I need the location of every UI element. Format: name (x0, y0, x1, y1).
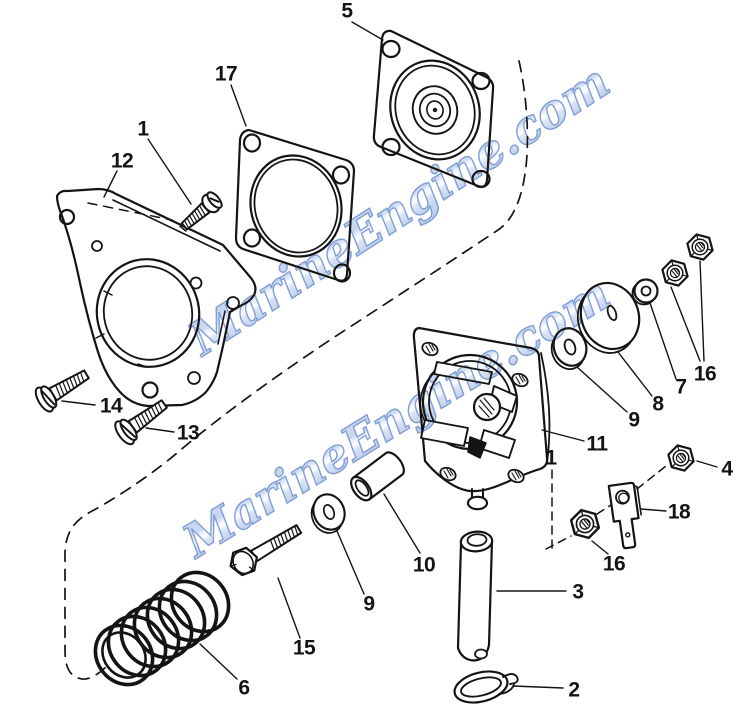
sleeve-part10 (350, 451, 405, 502)
part-label-16-lower: 16 (602, 552, 626, 576)
spring-part6 (93, 570, 231, 687)
part-label-17: 17 (214, 62, 238, 86)
dashed-boundary-outline (64, 60, 529, 680)
part-label-12: 12 (110, 149, 134, 173)
dashed-reference-lines (545, 465, 667, 550)
part-label-6: 6 (238, 676, 250, 700)
part-label-10: 10 (412, 553, 436, 577)
nut-part16-upper-a (661, 259, 689, 287)
screw-part14 (31, 361, 95, 416)
nut-part16-lower (569, 508, 601, 540)
part-label-8: 8 (652, 392, 664, 416)
nut-part4 (667, 444, 695, 472)
terminal-part18 (607, 481, 642, 550)
part-label-16-upper: 16 (693, 362, 717, 386)
part-label-11: 11 (586, 432, 608, 456)
part-label-3: 3 (572, 580, 584, 604)
screw-part1 (180, 191, 223, 231)
part-label-4: 4 (721, 457, 733, 481)
nut-part16-upper-b (686, 233, 714, 261)
part-label-7: 7 (675, 375, 687, 399)
pump-body-part11 (412, 326, 551, 511)
part-label-14: 14 (99, 394, 123, 418)
part-label-9-upper: 9 (628, 408, 640, 432)
part-label-15: 15 (292, 636, 316, 660)
part-label-5: 5 (341, 0, 353, 23)
part-label-1-lower: 1 (545, 446, 557, 470)
retainer-clip-part2 (453, 670, 519, 704)
washer-part7 (631, 278, 659, 306)
part-label-13: 13 (176, 421, 200, 445)
part-label-1: 1 (137, 117, 149, 141)
bracket-plate-part12 (55, 187, 257, 408)
pump-cover-part5 (372, 29, 495, 189)
part-label-18: 18 (667, 500, 691, 524)
part-label-9-lower: 9 (363, 592, 375, 616)
part-label-2: 2 (568, 678, 580, 702)
bolt-part15 (229, 524, 303, 577)
leader-lines (61, 21, 718, 689)
gasket-part17 (234, 128, 356, 283)
plunger-part3 (456, 530, 494, 662)
